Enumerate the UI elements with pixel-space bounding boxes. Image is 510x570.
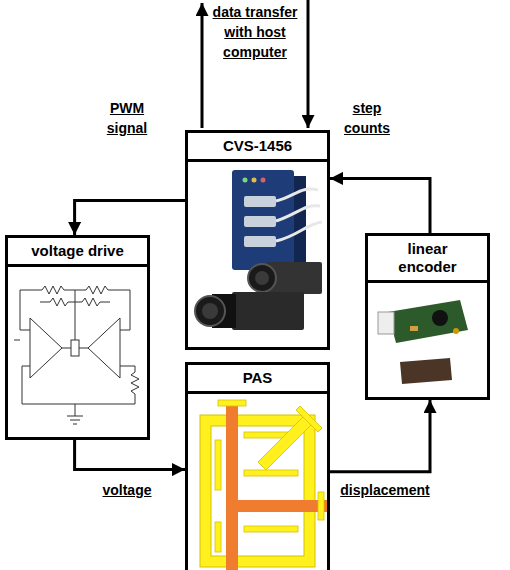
component-box: CVS-1456 <box>185 130 330 350</box>
box-title: linear encoder <box>388 240 468 276</box>
signal-label: displacement <box>333 480 437 500</box>
signal-label: step counts <box>337 98 397 138</box>
component-box: voltage drive <box>5 235 150 440</box>
signal-arrow <box>75 440 185 470</box>
mems-layout <box>200 400 328 570</box>
component-box: PAS <box>185 362 330 570</box>
encoder-photo <box>378 300 468 384</box>
box-title: PAS <box>243 369 273 387</box>
download-arrow <box>307 0 310 128</box>
title-band: CVS-1456 <box>188 133 327 162</box>
box-title: voltage drive <box>31 242 124 260</box>
box-title: CVS-1456 <box>223 137 292 155</box>
upload-arrow <box>201 3 204 128</box>
signal-arrow <box>330 400 430 472</box>
signal-arrow <box>75 200 185 235</box>
signal-label: PWM signal <box>97 98 157 138</box>
title-band: linear encoder <box>368 236 487 283</box>
amplifier-schematic <box>14 286 139 424</box>
title-band: PAS <box>188 365 327 394</box>
signal-label: voltage <box>82 480 172 500</box>
component-box: linear encoder <box>365 233 490 400</box>
cvs-hardware-photo <box>195 170 322 330</box>
note-label: data transfer with host computer <box>211 2 299 62</box>
title-band: voltage drive <box>8 238 147 267</box>
signal-arrow <box>330 178 430 233</box>
